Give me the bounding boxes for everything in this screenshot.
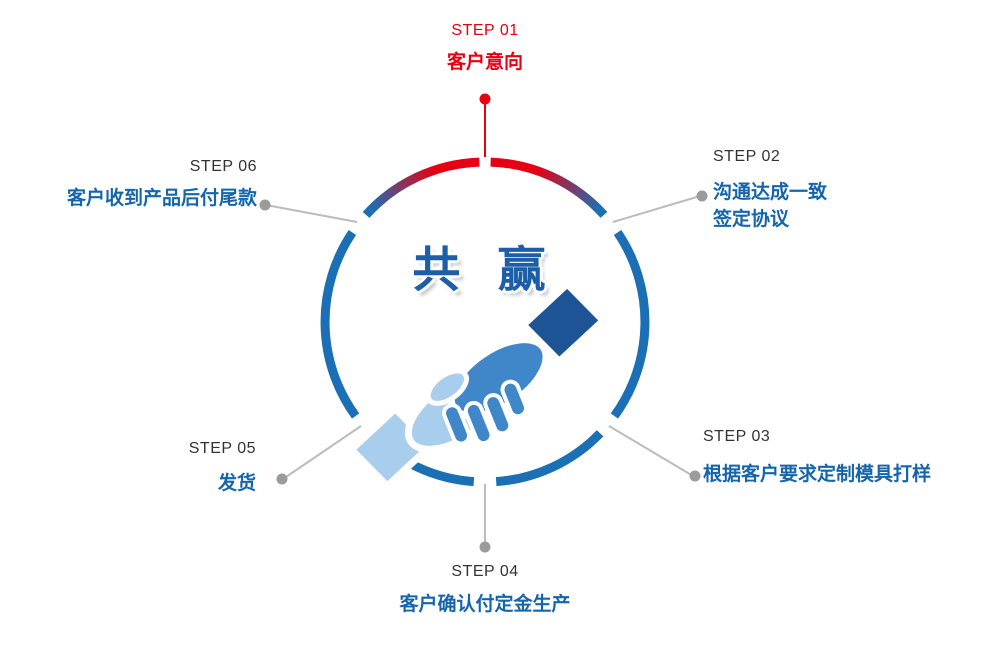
- center-title: 共 赢: [412, 244, 558, 297]
- step-03-label: STEP 03: [703, 428, 771, 445]
- dot-step-05: [276, 473, 288, 485]
- connector-dots: [259, 93, 708, 553]
- step-05: STEP 05 发货: [56, 440, 256, 497]
- connector-step-02: [612, 195, 701, 223]
- step-03-desc: 根据客户要求定制模具打样: [703, 464, 932, 485]
- dot-step-02: [696, 190, 708, 202]
- handshake-fingers: [442, 379, 528, 446]
- connector-lines: [265, 102, 701, 543]
- step-06-label: STEP 06: [189, 158, 257, 175]
- dot-step-06: [259, 199, 271, 211]
- handshake-thumb: [425, 368, 469, 406]
- step-01: STEP 01 客户意向: [335, 22, 635, 76]
- step-06-desc: 客户收到产品后付尾款: [66, 188, 257, 209]
- step-04: STEP 04 客户确认付定金生产: [335, 563, 635, 618]
- step-04-desc: 客户确认付定金生产: [399, 594, 571, 615]
- step-03: STEP 03 根据客户要求定制模具打样: [703, 428, 931, 488]
- step-04-label: STEP 04: [451, 563, 519, 580]
- handshake-icon: [347, 280, 607, 490]
- dot-step-03: [689, 470, 701, 482]
- step-05-label: STEP 05: [188, 440, 256, 457]
- step-02: STEP 02 沟通达成一致 签定协议: [713, 148, 827, 233]
- step-01-desc: 客户意向: [446, 52, 523, 73]
- ring-segment-top-left: [362, 157, 480, 218]
- step-02-desc: 沟通达成一致 签定协议: [713, 179, 827, 233]
- ring-segment-right: [610, 229, 650, 419]
- circle-ring: [320, 157, 650, 487]
- step-02-label: STEP 02: [713, 148, 781, 165]
- step-06: STEP 06 客户收到产品后付尾款: [0, 158, 257, 212]
- ring-segment-top-right: [490, 157, 608, 218]
- step-02-desc-line-1: 沟通达成一致: [713, 182, 828, 203]
- ring-segment-bottom-right: [495, 430, 604, 487]
- step-01-label: STEP 01: [451, 22, 519, 39]
- step-05-desc: 发货: [217, 473, 256, 494]
- dot-step-01: [479, 93, 491, 105]
- connector-step-06: [265, 204, 358, 223]
- handshake-right-sleeve: [519, 280, 607, 365]
- ring-segment-left: [320, 229, 360, 419]
- step-02-desc-line-2: 签定协议: [713, 209, 790, 230]
- dot-step-04: [479, 541, 491, 553]
- connector-step-03: [608, 425, 694, 477]
- connector-step-05: [282, 425, 362, 480]
